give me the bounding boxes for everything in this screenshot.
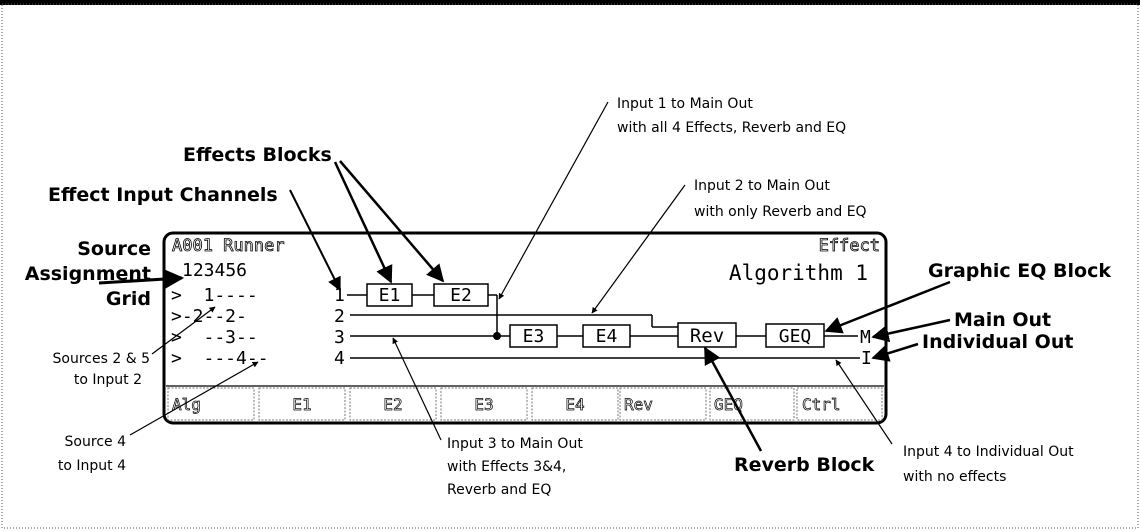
input-channel-4: 4: [334, 348, 345, 369]
arrow-individual-out: [871, 342, 919, 362]
input-channel-2: 2: [334, 306, 345, 327]
individual-out-label: I: [861, 348, 872, 369]
softkey-e4-label: E4: [565, 395, 584, 414]
arrow-main-out: [871, 318, 951, 343]
lcd-screen: A001 Runner Effect Algorithm 1 123456 > …: [162, 231, 888, 425]
signal-paths: [347, 294, 860, 359]
effect-block-e4-label: E4: [596, 326, 618, 347]
note-input2-line1: Input 2 to Main Out: [694, 178, 830, 194]
label-main-out: Main Out: [954, 309, 1051, 331]
label-source-assignment-grid-2: Assignment: [25, 263, 151, 285]
arrow-effect-input-channels: [289, 189, 341, 292]
effect-block-e2[interactable]: E2: [433, 283, 489, 307]
patch-name: A001 Runner: [172, 236, 285, 256]
grid-row-3: > --3--: [171, 327, 258, 348]
arrow-input2-note: [591, 184, 686, 314]
graphic-eq-block-label: GEQ: [779, 326, 812, 347]
softkey-row: Alg E1 E2 E3 E4 Rev: [167, 387, 883, 421]
effect-block-e4[interactable]: E4: [582, 324, 631, 348]
grid-row-4: > ---4--: [171, 348, 269, 369]
grid-row-2: >-2--2-: [171, 306, 247, 327]
softkey-geq[interactable]: GEQ: [709, 387, 795, 421]
softkey-ctrl[interactable]: Ctrl: [796, 387, 883, 421]
effect-block-e3[interactable]: E3: [509, 324, 558, 348]
softkey-rev-label: Rev: [624, 395, 653, 414]
note-input3-line2: with Effects 3&4,: [447, 459, 566, 475]
note-input3-line3: Reverb and EQ: [447, 482, 551, 498]
source-numbers: 123456: [182, 260, 247, 281]
label-sources-2-5-line1: Sources 2 & 5: [53, 351, 150, 367]
arrow-effects-blocks-e1: [333, 161, 393, 284]
softkey-alg-label: Alg: [172, 395, 201, 414]
softkey-e1-label: E1: [292, 395, 311, 414]
arrow-effects-blocks-e2: [339, 160, 445, 283]
reverb-block[interactable]: Rev: [677, 322, 737, 348]
arrow-input4-note: [835, 359, 893, 445]
softkey-alg[interactable]: Alg: [167, 387, 255, 421]
mode-title: Effect: [819, 236, 880, 256]
label-individual-out: Individual Out: [922, 331, 1073, 353]
main-out-label: M: [860, 327, 871, 348]
softkey-rev[interactable]: Rev: [619, 387, 707, 421]
label-effect-input-channels: Effect Input Channels: [48, 184, 278, 206]
softkey-e1[interactable]: E1: [258, 387, 346, 421]
label-source-assignment-grid-1: Source: [77, 238, 151, 260]
junction-dot: [493, 332, 501, 340]
callout-arrows: [98, 101, 951, 452]
softkey-e3[interactable]: E3: [440, 387, 528, 421]
softkey-geq-label: GEQ: [714, 395, 743, 414]
label-sources-2-5-line2: to Input 2: [74, 372, 142, 388]
label-effects-blocks: Effects Blocks: [183, 144, 332, 166]
softkey-e4[interactable]: E4: [531, 387, 619, 421]
arrow-input3-note: [392, 337, 442, 441]
effect-block-e2-label: E2: [450, 285, 472, 306]
arrow-source-4: [129, 361, 259, 436]
arrow-source-grid: [98, 268, 185, 290]
arrow-graphic-eq-block: [824, 280, 951, 334]
label-graphic-eq-block: Graphic EQ Block: [928, 260, 1111, 282]
label-source-4-line1: Source 4: [65, 434, 127, 450]
arrow-reverb-block: [703, 346, 763, 452]
graphic-eq-block[interactable]: GEQ: [765, 323, 825, 348]
algorithm-name: Algorithm 1: [729, 261, 868, 285]
softkey-ctrl-label: Ctrl: [802, 395, 841, 414]
arrow-input1-note: [498, 101, 609, 300]
label-reverb-block: Reverb Block: [734, 454, 875, 476]
label-source-4-line2: to Input 4: [58, 458, 126, 474]
grid-row-1: > 1----: [171, 285, 258, 306]
outer-frame: [1, 3, 1139, 529]
effect-block-e3-label: E3: [523, 326, 545, 347]
reverb-block-label: Rev: [690, 325, 724, 347]
note-input4-line2: with no effects: [903, 469, 1006, 485]
note-input4-line1: Input 4 to Individual Out: [903, 444, 1074, 460]
top-border: [0, 0, 1140, 5]
effect-block-e1-label: E1: [379, 285, 401, 306]
input-channel-3: 3: [334, 327, 345, 348]
softkey-e2-label: E2: [383, 395, 402, 414]
label-source-assignment-grid-3: Grid: [106, 288, 151, 310]
arrow-sources-2-5: [151, 306, 216, 355]
softkey-e3-label: E3: [474, 395, 493, 414]
input-channel-1: 1: [334, 285, 345, 306]
note-input2-line2: with only Reverb and EQ: [694, 204, 867, 220]
note-input1-line1: Input 1 to Main Out: [617, 96, 753, 112]
softkey-e2[interactable]: E2: [349, 387, 437, 421]
note-input3-line1: Input 3 to Main Out: [447, 436, 583, 452]
effect-block-e1[interactable]: E1: [366, 283, 413, 307]
note-input1-line2: with all 4 Effects, Reverb and EQ: [617, 120, 846, 136]
